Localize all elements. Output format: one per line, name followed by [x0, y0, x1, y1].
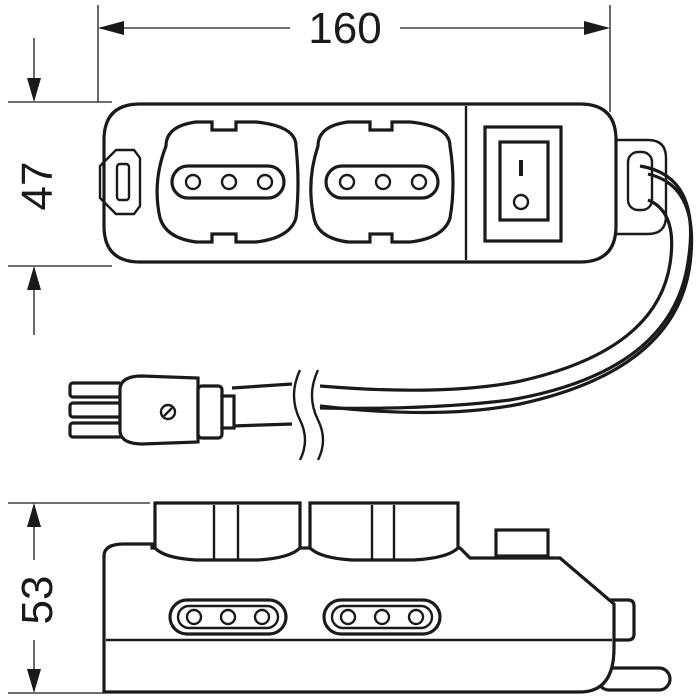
plug-pin-top [68, 381, 124, 399]
side-slot-2-inner [330, 604, 434, 630]
side-view [102, 501, 672, 694]
side-slot-1-hole-left [185, 608, 203, 626]
width-arrow-left-icon [98, 21, 124, 35]
cable-line-b [319, 198, 674, 392]
socket-1-hole-right [256, 173, 274, 191]
socket-1-hole-center [220, 173, 238, 191]
width-arrow-right-icon [584, 21, 610, 35]
socket-2-top [309, 120, 455, 244]
side-slot-1-hole-center [219, 608, 237, 626]
plug-pin-bottom [68, 421, 124, 439]
depth-arrow-bottom-icon [27, 669, 41, 693]
plug-collar [196, 384, 224, 440]
side-strain-relief [610, 598, 636, 642]
width-label: 160 [308, 4, 381, 53]
strip-body-top [102, 102, 618, 264]
cable-near-plug-top [231, 382, 293, 390]
cable-drawn [231, 172, 694, 461]
plug-screw-slot [163, 407, 173, 417]
side-slot-1-outer [168, 598, 288, 636]
height-arrow-top-icon [27, 78, 41, 102]
socket-1-hole-left [184, 173, 202, 191]
side-slot-1 [168, 598, 288, 636]
height-dimension: 47 [8, 38, 112, 335]
plug-cable-boot [220, 394, 236, 430]
socket-1-top [155, 120, 300, 244]
height-label: 47 [13, 162, 62, 211]
width-dimension: 160 [97, 4, 611, 112]
switch-on-mark [519, 160, 523, 176]
side-slot-2-hole-right [407, 608, 425, 626]
switch-frame [483, 125, 563, 243]
socket-2-hole-left [338, 173, 356, 191]
depth-dimension: 53 [8, 502, 150, 694]
strip-body-side [102, 542, 616, 694]
side-slot-1-hole-right [253, 608, 271, 626]
side-socket-2-housing [308, 501, 460, 562]
depth-label: 53 [13, 576, 62, 625]
cable-line-a [319, 172, 694, 415]
cable-break-right [310, 369, 325, 461]
switch-rocker [498, 140, 550, 222]
plug-body [118, 374, 200, 446]
depth-arrow-top-icon [27, 503, 41, 527]
side-socket-1-housing [153, 501, 302, 562]
socket-1-outline [155, 120, 300, 244]
side-slot-2-hole-center [373, 608, 391, 626]
side-slot-2-hole-left [339, 608, 357, 626]
top-view [98, 102, 668, 264]
socket-2-hole-right [410, 173, 428, 191]
cable-break-left [292, 369, 307, 461]
side-slot-2 [322, 598, 442, 636]
socket-2-hole-center [374, 173, 392, 191]
mounting-slot-left [98, 148, 142, 216]
side-slot-1-inner [176, 604, 280, 630]
socket-1-pin-slot [170, 164, 286, 200]
cable-near-plug-bottom [231, 422, 293, 428]
side-slot-2-outer [322, 598, 442, 636]
socket-2-pin-slot [324, 164, 440, 200]
switch-off-mark [512, 193, 530, 211]
three-pin-plug-icon [68, 374, 236, 446]
mounting-hole-left [115, 162, 131, 202]
side-switch [494, 528, 550, 558]
rocker-switch-icon [483, 125, 563, 243]
plug-pin-middle [68, 401, 124, 419]
socket-2-outline [309, 120, 455, 244]
height-arrow-bottom-icon [27, 266, 41, 290]
